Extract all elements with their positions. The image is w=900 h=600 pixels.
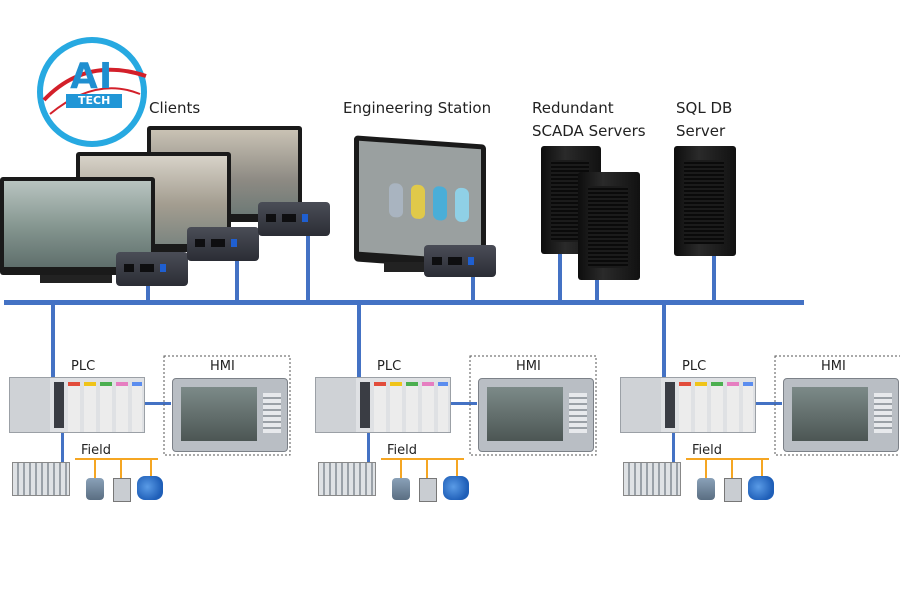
network-backbone [4,300,804,305]
control-valve-icon [697,478,715,500]
engineering-station-label: Engineering Station [343,99,492,117]
network-drop-client-3 [306,232,310,302]
plc-field-drop-1 [61,430,64,464]
hmi-keypad [569,393,587,433]
hmi-label-3: HMI [821,359,846,374]
mini-pc-2 [187,227,259,261]
motor-icon [443,476,469,500]
hmi-label-1: HMI [210,359,235,374]
tank-icon [389,182,403,218]
field-bus-2 [381,458,464,478]
client-monitor-front [0,177,155,275]
tank-icon [455,187,469,223]
plc-label-2: PLC [377,359,402,374]
hmi-panel-3 [783,378,899,452]
hmi-label-2: HMI [516,359,541,374]
field-label-1: Field [81,443,112,458]
sql-db-server [674,146,736,256]
network-drop-scada-1 [558,252,562,302]
transmitter-icon [419,478,437,502]
clients-label: Clients [149,99,201,117]
transmitter-icon [724,478,742,502]
tank-icon [411,184,425,220]
io-module-1 [12,462,70,496]
plc-hmi-link-1 [143,402,171,405]
tank-icon [433,185,447,221]
network-drop-plc-2 [357,303,361,379]
field-label-2: Field [387,443,418,458]
mini-pc-3 [258,202,330,236]
network-drop-client-1 [146,286,150,302]
plc-label-1: PLC [71,359,96,374]
io-module-2 [318,462,376,496]
plc-hmi-link-3 [754,402,782,405]
network-drop-plc-3 [662,303,666,379]
control-valve-icon [86,478,104,500]
network-drop-engineering [471,276,475,302]
hmi-frame-1 [163,355,291,456]
redundant-scada-label-line2: SCADA Servers [532,122,646,140]
motor-icon [748,476,774,500]
transmitter-icon [113,478,131,502]
hmi-screen [181,387,257,441]
sql-db-label-line2: Server [676,122,726,140]
plc-rack-3 [620,377,756,433]
network-drop-sql [712,255,716,302]
hmi-frame-2 [469,355,597,456]
field-label-3: Field [692,443,723,458]
control-valve-icon [392,478,410,500]
network-drop-plc-1 [51,303,55,379]
plc-rack-1 [9,377,145,433]
engineering-screen [359,140,481,261]
logo-text-ai: AI [70,56,114,97]
mini-pc-engineering [424,245,496,277]
hmi-panel-1 [172,378,288,452]
hmi-screen [487,387,563,441]
sql-db-label-line1: SQL DB [676,99,733,117]
plc-field-drop-3 [672,430,675,464]
engineering-monitor-stand [384,262,444,272]
hmi-screen [792,387,868,441]
scada-server-2 [578,172,640,280]
plc-field-drop-2 [367,430,370,464]
hmi-keypad [874,393,892,433]
hmi-panel-2 [478,378,594,452]
motor-icon [137,476,163,500]
field-bus-1 [75,458,158,478]
plc-rack-2 [315,377,451,433]
redundant-scada-label-line1: Redundant [532,99,614,117]
logo-text-tech: TECH [78,94,111,107]
network-drop-scada-2 [595,278,599,302]
hmi-frame-3 [774,355,900,456]
io-module-3 [623,462,681,496]
client-monitor-stand [40,275,112,283]
plc-label-3: PLC [682,359,707,374]
plc-hmi-link-2 [449,402,477,405]
hmi-keypad [263,393,281,433]
network-drop-client-2 [235,258,239,302]
logo-graphic [37,37,147,147]
ai-tech-logo: AI TECH [36,36,148,148]
field-bus-3 [686,458,769,478]
mini-pc-1 [116,252,188,286]
